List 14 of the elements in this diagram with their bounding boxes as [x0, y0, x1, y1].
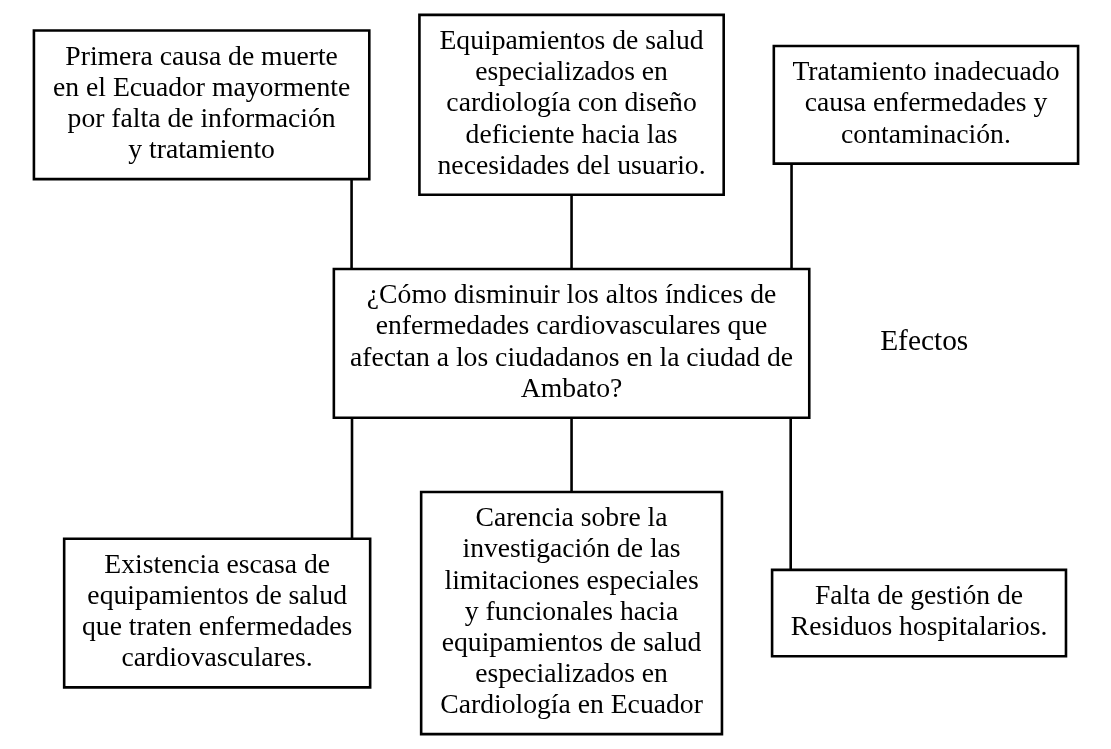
node-box: Existencia escasa de equipamientos de salud que traten enfermedades cardiovasculares.: [62, 537, 371, 689]
connector: [789, 163, 793, 269]
connector: [350, 417, 353, 539]
node-box: Carencia sobre la investigación de las limitaciones especiales y funcionales hacia equipamientos de salud especializados en Cardiología en Ecuador: [419, 490, 723, 736]
connector: [569, 195, 573, 269]
node-box: Falta de gestión de Residuos hospitalarios.: [770, 568, 1067, 658]
node-box: Tratamiento inadecuado causa enfermedades y contaminación.: [772, 44, 1079, 165]
connector: [788, 417, 792, 570]
connector: [349, 179, 353, 269]
connector: [569, 417, 573, 492]
node-box: Primera causa de muerte en el Ecuador mayormente por falta de información y tratamiento: [32, 29, 371, 181]
label: Efectos: [879, 324, 968, 357]
node-box: ¿Cómo disminuir los altos índices de enfermedades cardiovasculares que afectan a los ciudadanos en la ciudad de Ambato?: [332, 267, 811, 419]
node-box: Equipamientos de salud especializados en cardiología con diseño deficiente hacia las necesidades del usuario.: [417, 13, 725, 196]
